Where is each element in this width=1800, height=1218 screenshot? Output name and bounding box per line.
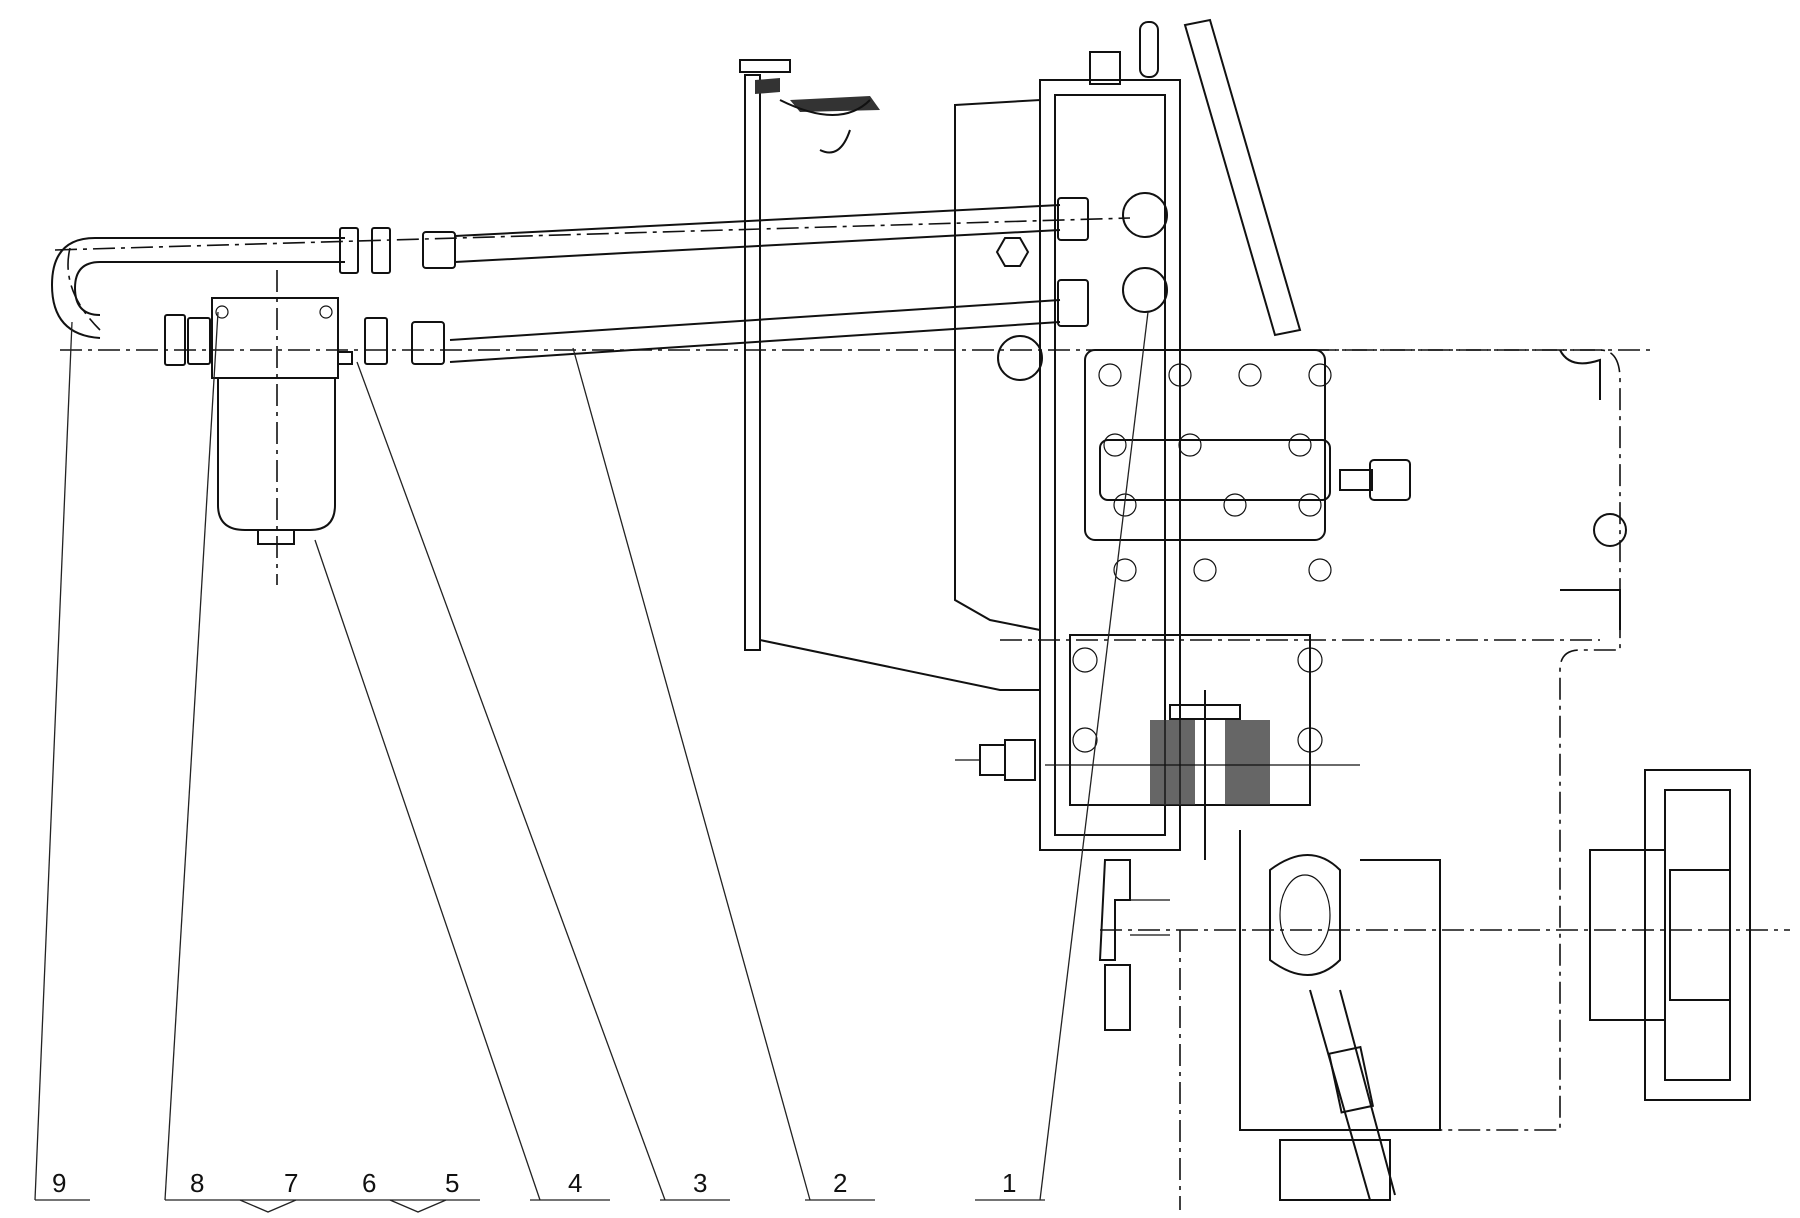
callout-8: 8 [190,1168,204,1198]
gearbox-housing [739,18,1790,1210]
oil-filter [164,270,388,585]
callout-3: 3 [693,1168,707,1198]
callout-7: 7 [284,1168,298,1198]
callout-1: 1 [1002,1168,1016,1198]
callout-6: 6 [362,1168,376,1198]
callout-4: 4 [568,1168,582,1198]
callout-9: 9 [52,1168,66,1198]
callout-5: 5 [445,1168,459,1198]
callout-numbers: 9 8 7 6 5 4 3 2 1 [52,1168,1016,1198]
hose-assembly [50,197,1650,365]
callout-2: 2 [833,1168,847,1198]
leader-lines [34,311,1149,1213]
